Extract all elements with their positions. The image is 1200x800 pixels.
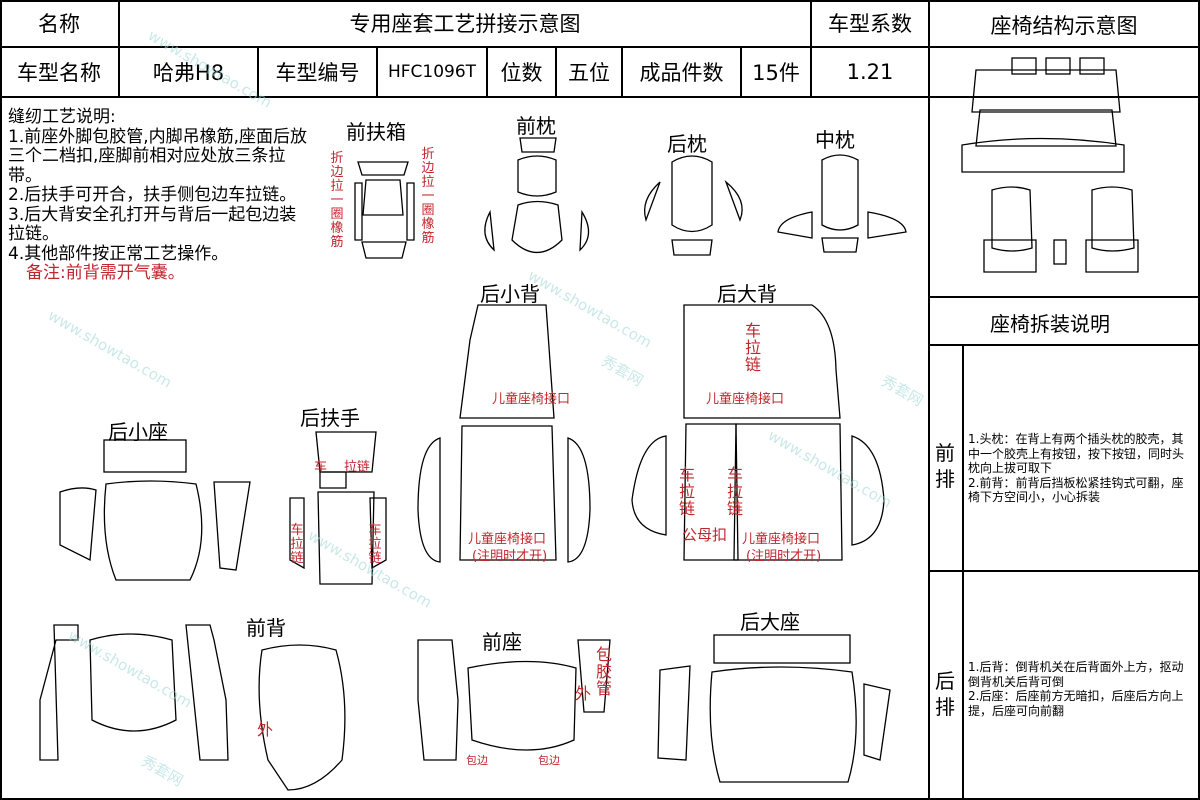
rear-row-label: 后排 — [935, 669, 955, 719]
coef-label: 车型系数 — [828, 12, 912, 36]
count-label: 成品件数 — [639, 61, 724, 85]
note-item-2: 2.后扶手可开合，扶手侧包边车拉链。 — [8, 185, 297, 205]
front-seat-hem-right: 包边 — [538, 754, 560, 767]
piece-rear-big-back: 后大背 — [717, 282, 777, 306]
piece-rear-pillow: 后枕 — [667, 132, 707, 156]
armrest-zipper-left: 车 — [314, 460, 328, 475]
count-value: 15件 — [752, 61, 800, 85]
piece-front-pillow: 前枕 — [516, 114, 556, 138]
model-value: 哈弗H8 — [152, 61, 225, 85]
code-value: HFC1096T — [387, 62, 477, 82]
armrest-side-zipper-right: 车拉链 — [368, 523, 382, 566]
code-label: 车型编号 — [275, 61, 360, 85]
zipper-label-big-lower-left: 车拉链 — [678, 465, 695, 518]
child-seat-note-big: (注明时才开) — [746, 549, 822, 564]
rear-pillow-outline — [643, 155, 743, 256]
col-divider-2 — [257, 46, 259, 96]
col-divider-6 — [621, 46, 623, 96]
info-divider — [0, 96, 1198, 98]
piece-front-seat: 前座 — [482, 630, 522, 654]
front-seat-outer-label: 外 — [575, 684, 592, 703]
col-divider-1 — [118, 0, 120, 96]
structure-title: 座椅结构示意图 — [990, 14, 1138, 38]
side-panel-divider — [928, 0, 930, 798]
note-item-1: 1.前座外脚包胶管,内脚吊橡筋,座面后放三个二档扣,座脚前相对应处放三条拉带。 — [8, 126, 308, 186]
front-seat-hem-left: 包边 — [466, 754, 488, 767]
notes-heading: 缝纫工艺说明: — [8, 107, 116, 127]
front-row-instructions: 1.头枕：在背上有两个插头枕的胶壳，其中一个胶壳上有按钮，按下按钮，同时头枕向上… — [968, 432, 1185, 504]
child-seat-label-small-lower: 儿童座椅接口 — [468, 532, 547, 547]
seats-label: 位数 — [500, 61, 543, 85]
seats-value: 五位 — [568, 61, 610, 85]
col-divider-5 — [555, 46, 557, 96]
zipper-label-big-back: 车拉链 — [744, 321, 761, 374]
fold-elastic-label-right: 折边拉一圈橡筋 — [421, 147, 435, 246]
model-label: 车型名称 — [17, 61, 101, 85]
piece-rear-big-seat: 后大座 — [740, 610, 800, 634]
piece-rear-small-seat: 后小座 — [108, 420, 168, 444]
front-back-outline — [39, 624, 346, 791]
armrest-side-zipper-left: 车拉链 — [290, 523, 304, 566]
piece-rear-armrest: 后扶手 — [300, 406, 360, 430]
front-pillow-outline — [484, 137, 590, 254]
seat-structure-sketch — [961, 57, 1139, 273]
col-divider-7 — [740, 46, 742, 96]
fold-elastic-label-left: 折边拉一圈橡筋 — [330, 151, 344, 250]
note-item-4: 4.其他部件按正常工艺操作。 — [8, 243, 229, 264]
front-armbox-outline — [354, 161, 415, 259]
front-rear-divider — [928, 570, 1198, 572]
rear-big-seat-outline — [657, 634, 891, 783]
col-divider-4 — [486, 46, 488, 96]
rear-big-back-outline — [631, 304, 885, 561]
child-seat-label-big-back: 儿童座椅接口 — [706, 392, 785, 407]
coef-value: 1.21 — [846, 60, 894, 84]
piece-mid-pillow: 中枕 — [815, 128, 855, 152]
col-divider-3 — [376, 46, 378, 96]
child-seat-note-small: (注明时才开) — [472, 549, 548, 564]
front-back-outer-label: 外 — [257, 720, 274, 739]
disassembly-title-line — [928, 344, 1198, 346]
child-seat-label-big-lower: 儿童座椅接口 — [742, 532, 821, 547]
front-seat-outline — [417, 639, 611, 761]
piece-front-back: 前背 — [246, 616, 286, 640]
rear-row-instructions: 1.后背：倒背机关在后背面外上方，抠动倒背机关后背可倒 2.后座：后座前方无暗扣… — [968, 660, 1184, 718]
col-divider-8 — [810, 0, 812, 96]
sewing-notes: 缝纫工艺说明: 1.前座外脚包胶管,内脚吊橡筋,座面后放三个二档扣,座脚前相对应… — [8, 107, 313, 284]
rear-armrest-outline — [289, 431, 387, 585]
header-divider — [0, 46, 1198, 48]
front-row-label: 前排 — [935, 441, 955, 491]
mother-buckle-label: 公母扣 — [682, 526, 728, 544]
armrest-zipper-right: 拉链 — [344, 460, 371, 475]
notes-remark: 备注:前背需开气囊。 — [26, 263, 185, 283]
note-item-3: 3.后大背安全孔打开与背后一起包边装拉链。 — [8, 204, 297, 244]
disassembly-title: 座椅拆装说明 — [990, 312, 1110, 336]
name-label: 名称 — [38, 12, 80, 36]
piece-rear-small-back: 后小背 — [480, 282, 540, 306]
rear-small-back-outline — [417, 304, 591, 563]
zipper-label-big-lower-right: 车拉链 — [726, 465, 743, 518]
rear-small-seat-outline — [59, 439, 251, 581]
child-seat-label-small-back: 儿童座椅接口 — [492, 392, 571, 407]
structure-bottom-line — [928, 296, 1198, 298]
piece-front-armbox: 前扶箱 — [346, 120, 406, 144]
front-seat-hose-label: 包胶管 — [595, 645, 612, 698]
diagram-title: 专用座套工艺拼接示意图 — [349, 12, 581, 36]
mid-pillow-outline — [777, 154, 907, 253]
